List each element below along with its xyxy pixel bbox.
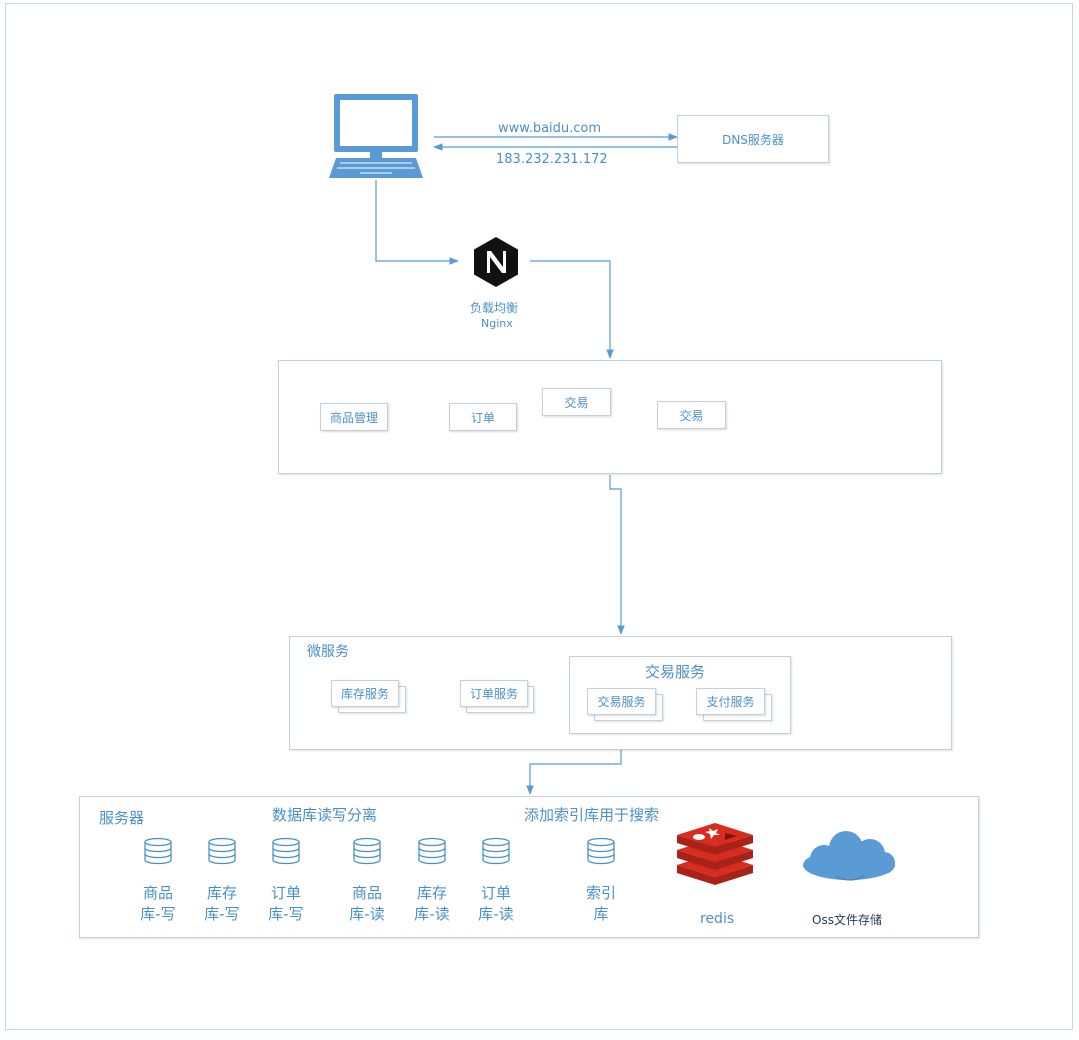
module-order[interactable]: 订单 [449, 403, 517, 431]
laptop-icon [328, 92, 424, 180]
inventory-service-label: 库存服务 [340, 687, 389, 701]
dns-server-label: DNS服务器 [722, 132, 784, 147]
module-trade-2[interactable]: 交易 [657, 401, 726, 429]
payment-service-label: 支付服务 [706, 695, 755, 709]
database-label: 索引库 [571, 883, 631, 925]
frontend-panel [278, 360, 942, 474]
database-label-line1: 索引 [585, 884, 616, 902]
nginx-to-frontend-arrow [530, 260, 614, 359]
servers-title: 服务器 [99, 809, 145, 827]
trade-service-label: 交易服务 [597, 695, 646, 709]
database-label-line1: 库存 [416, 884, 447, 902]
dns-request-label: www.baidu.com [498, 121, 602, 136]
order-service-label: 订单服务 [469, 687, 518, 701]
microservices-title: 微服务 [307, 644, 349, 660]
module-label: 订单 [470, 410, 495, 425]
database-label: 库存库-写 [192, 883, 252, 925]
client-to-nginx-arrow [375, 180, 459, 265]
trade-service-group-title: 交易服务 [645, 663, 706, 681]
database-label-line1: 商品 [351, 884, 382, 902]
canvas-frame [5, 3, 1073, 1030]
microservices-to-servers-arrow [526, 750, 622, 795]
redis-label: redis [700, 911, 735, 927]
database-label-line2: 库-写 [140, 905, 176, 923]
module-label: 交易 [679, 408, 704, 423]
trade-service-box[interactable]: 交易服务 [587, 688, 656, 715]
index-title: 添加索引库用于搜索 [524, 806, 660, 824]
frontend-to-microservices-arrow [609, 475, 625, 635]
inventory-service-box[interactable]: 库存服务 [331, 680, 399, 707]
module-label: 交易 [564, 395, 589, 410]
nginx-label-line2: Nginx [481, 317, 513, 330]
payment-service-box[interactable]: 支付服务 [696, 688, 765, 715]
nginx-label-line1: 负载均衡 [470, 301, 519, 315]
database-icon [271, 837, 301, 869]
cloud-icon [800, 829, 898, 887]
database-label: 订单库-写 [256, 883, 316, 925]
module-trade-1[interactable]: 交易 [542, 388, 611, 416]
database-label-line1: 订单 [480, 884, 511, 902]
database-label: 商品库-写 [128, 883, 188, 925]
database-label-line1: 订单 [270, 884, 301, 902]
database-label-line2: 库-写 [204, 905, 240, 923]
database-label-line2: 库-读 [349, 905, 385, 923]
module-goods-management[interactable]: 商品管理 [320, 403, 388, 431]
database-label-line1: 商品 [142, 884, 173, 902]
dns-server-box[interactable]: DNS服务器 [677, 115, 829, 163]
database-icon [207, 837, 237, 869]
database-icon [352, 837, 382, 869]
dns-response-label: 183.232.231.172 [496, 152, 608, 167]
database-label-line1: 库存 [206, 884, 237, 902]
database-label: 商品库-读 [337, 883, 397, 925]
rw-split-title: 数据库读写分离 [272, 806, 378, 824]
database-label-line2: 库-读 [414, 905, 450, 923]
nginx-icon [472, 236, 520, 288]
oss-label: Oss文件存储 [812, 913, 882, 927]
module-label: 商品管理 [329, 410, 378, 425]
database-icon [417, 837, 447, 869]
database-icon [481, 837, 511, 869]
database-icon [586, 837, 616, 869]
database-label-line2: 库-写 [268, 905, 304, 923]
database-icon [143, 837, 173, 869]
order-service-box[interactable]: 订单服务 [460, 680, 528, 707]
database-label: 库存库-读 [402, 883, 462, 925]
database-label: 订单库-读 [466, 883, 526, 925]
database-label-line2: 库-读 [478, 905, 514, 923]
database-label-line2: 库 [593, 905, 609, 923]
redis-icon [675, 819, 755, 887]
